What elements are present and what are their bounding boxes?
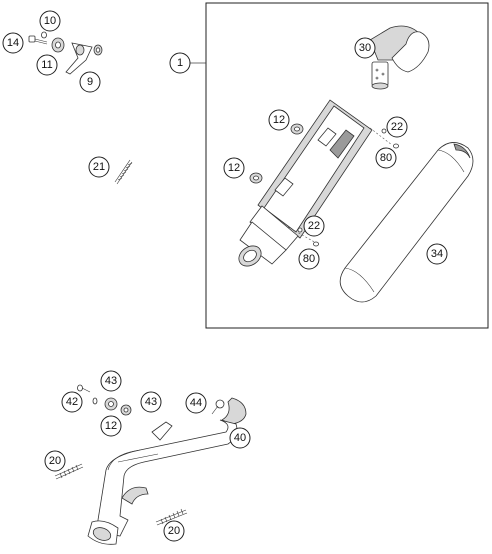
callout-42: 42 xyxy=(61,391,83,413)
callout-22-lower-label: 22 xyxy=(308,220,320,232)
end-cap-30 xyxy=(369,25,430,90)
callout-20-right: 20 xyxy=(163,520,185,542)
callout-22-lower: 22 xyxy=(303,215,325,237)
callout-21-label: 21 xyxy=(93,161,105,173)
callout-10-label: 10 xyxy=(44,15,56,27)
spacer-43-right xyxy=(120,404,132,416)
callout-40-label: 40 xyxy=(234,432,246,444)
callout-9: 9 xyxy=(79,71,101,93)
rubber-grommet-12-header xyxy=(104,397,118,411)
callout-12-lower: 12 xyxy=(223,157,245,179)
brand-logo xyxy=(329,129,355,159)
callout-30-label: 30 xyxy=(359,42,371,54)
callout-30: 30 xyxy=(354,37,376,59)
callout-80-upper-label: 80 xyxy=(380,152,392,164)
callout-22-upper-label: 22 xyxy=(391,121,403,133)
callout-43-left: 43 xyxy=(100,370,122,392)
callout-43-right-label: 43 xyxy=(145,396,157,408)
callout-20-left: 20 xyxy=(44,450,66,472)
callout-12-lower-label: 12 xyxy=(228,162,240,174)
callout-80-upper: 80 xyxy=(375,147,397,169)
callout-12-header: 12 xyxy=(100,415,122,437)
callout-10: 10 xyxy=(39,10,61,32)
callout-12-upper-label: 12 xyxy=(273,114,285,126)
rubber-grommet-12-upper xyxy=(290,123,304,135)
mounting-bracket-9 xyxy=(65,42,103,75)
bracket-bolt-14 xyxy=(28,35,48,45)
callout-80-lower-label: 80 xyxy=(303,253,315,265)
screw-22-lower xyxy=(287,226,319,245)
callout-21: 21 xyxy=(88,156,110,178)
clamp-44 xyxy=(211,399,225,415)
callout-14: 14 xyxy=(2,32,24,54)
callout-9-label: 9 xyxy=(87,76,93,88)
rubber-grommet-12-lower xyxy=(249,172,263,184)
header-pipe-40 xyxy=(87,397,247,545)
screw-22-upper xyxy=(369,127,393,146)
washer-10 xyxy=(41,31,47,39)
callout-20-right-label: 20 xyxy=(168,525,180,537)
washer-43-left xyxy=(92,397,98,405)
callout-44: 44 xyxy=(185,392,207,414)
callout-1-label: 1 xyxy=(177,57,183,69)
callout-80-lower: 80 xyxy=(298,248,320,270)
callout-12-header-label: 12 xyxy=(105,420,117,432)
callout-11-label: 11 xyxy=(41,59,52,71)
callout-22-upper: 22 xyxy=(386,116,408,138)
callout-43-left-label: 43 xyxy=(105,375,117,387)
callout-40: 40 xyxy=(229,427,251,449)
rubber-bushing-11 xyxy=(51,37,65,53)
callout-43-right: 43 xyxy=(140,391,162,413)
flange-bolt-42 xyxy=(77,384,91,393)
silencer-body xyxy=(238,99,373,267)
spring-20-left xyxy=(54,463,84,480)
silencer-sleeve-34 xyxy=(339,142,474,303)
callout-44-label: 44 xyxy=(190,397,202,409)
washer-80-upper xyxy=(393,143,399,149)
spring-20-right xyxy=(155,508,188,526)
silencer-assembly-frame xyxy=(205,2,489,329)
washer-80-lower xyxy=(313,241,319,247)
callout-11: 11 xyxy=(36,54,58,76)
spring-21 xyxy=(114,159,133,185)
callout-34-label: 34 xyxy=(431,248,443,260)
callout-20-left-label: 20 xyxy=(49,455,61,467)
callout-12-upper: 12 xyxy=(268,109,290,131)
callout-42-label: 42 xyxy=(66,396,78,408)
callout-14-label: 14 xyxy=(7,37,19,49)
callout-1: 1 xyxy=(169,52,191,74)
callout-34: 34 xyxy=(426,243,448,265)
